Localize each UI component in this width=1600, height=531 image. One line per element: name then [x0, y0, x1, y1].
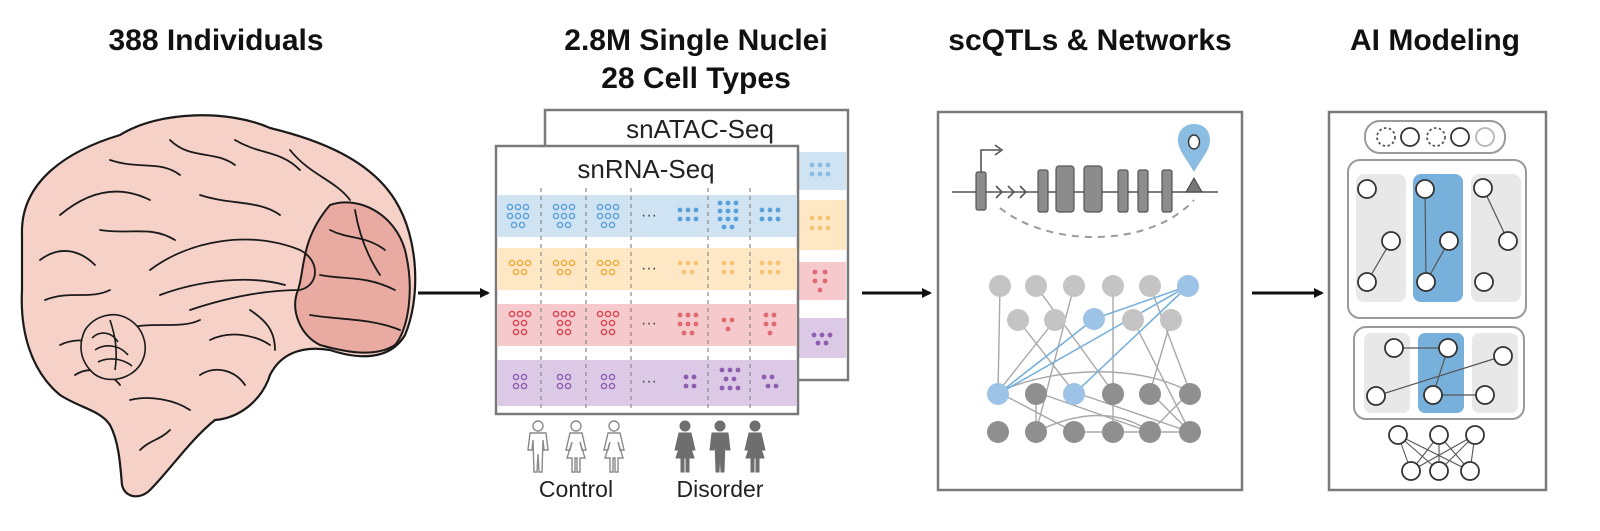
person-icon — [603, 420, 625, 473]
ai-panel — [1327, 110, 1548, 492]
atac-label: snATAC-Seq — [626, 114, 774, 144]
ellipsis-label: ··· — [641, 315, 657, 332]
person-icon — [709, 420, 731, 473]
disorder-group: Disorder — [674, 420, 766, 502]
heading-individuals: 388 Individuals — [108, 24, 324, 57]
person-icon — [527, 420, 549, 473]
rna-panel: snRNA-Seq — [494, 144, 800, 416]
person-icon — [744, 420, 766, 473]
rna-label: snRNA-Seq — [577, 154, 714, 184]
gene-track — [952, 124, 1218, 238]
heading-ai: AI Modeling — [1350, 24, 1520, 57]
control-group: Control — [527, 420, 625, 502]
control-label: Control — [539, 476, 613, 502]
ellipsis-label: ··· — [641, 207, 657, 224]
ellipsis-label: ··· — [641, 373, 657, 390]
ellipsis-label: ··· — [641, 260, 657, 277]
heading-nuclei-line2: 28 Cell Types — [601, 62, 791, 95]
heading-networks: scQTLs & Networks — [948, 24, 1232, 57]
brain-illustration — [20, 114, 417, 498]
disorder-label: Disorder — [677, 476, 764, 502]
person-icon — [674, 420, 696, 473]
person-icon — [565, 420, 587, 473]
map-pin-icon — [1178, 124, 1210, 172]
heading-nuclei-line1: 2.8M Single Nuclei — [564, 24, 828, 57]
networks-panel — [936, 110, 1244, 492]
